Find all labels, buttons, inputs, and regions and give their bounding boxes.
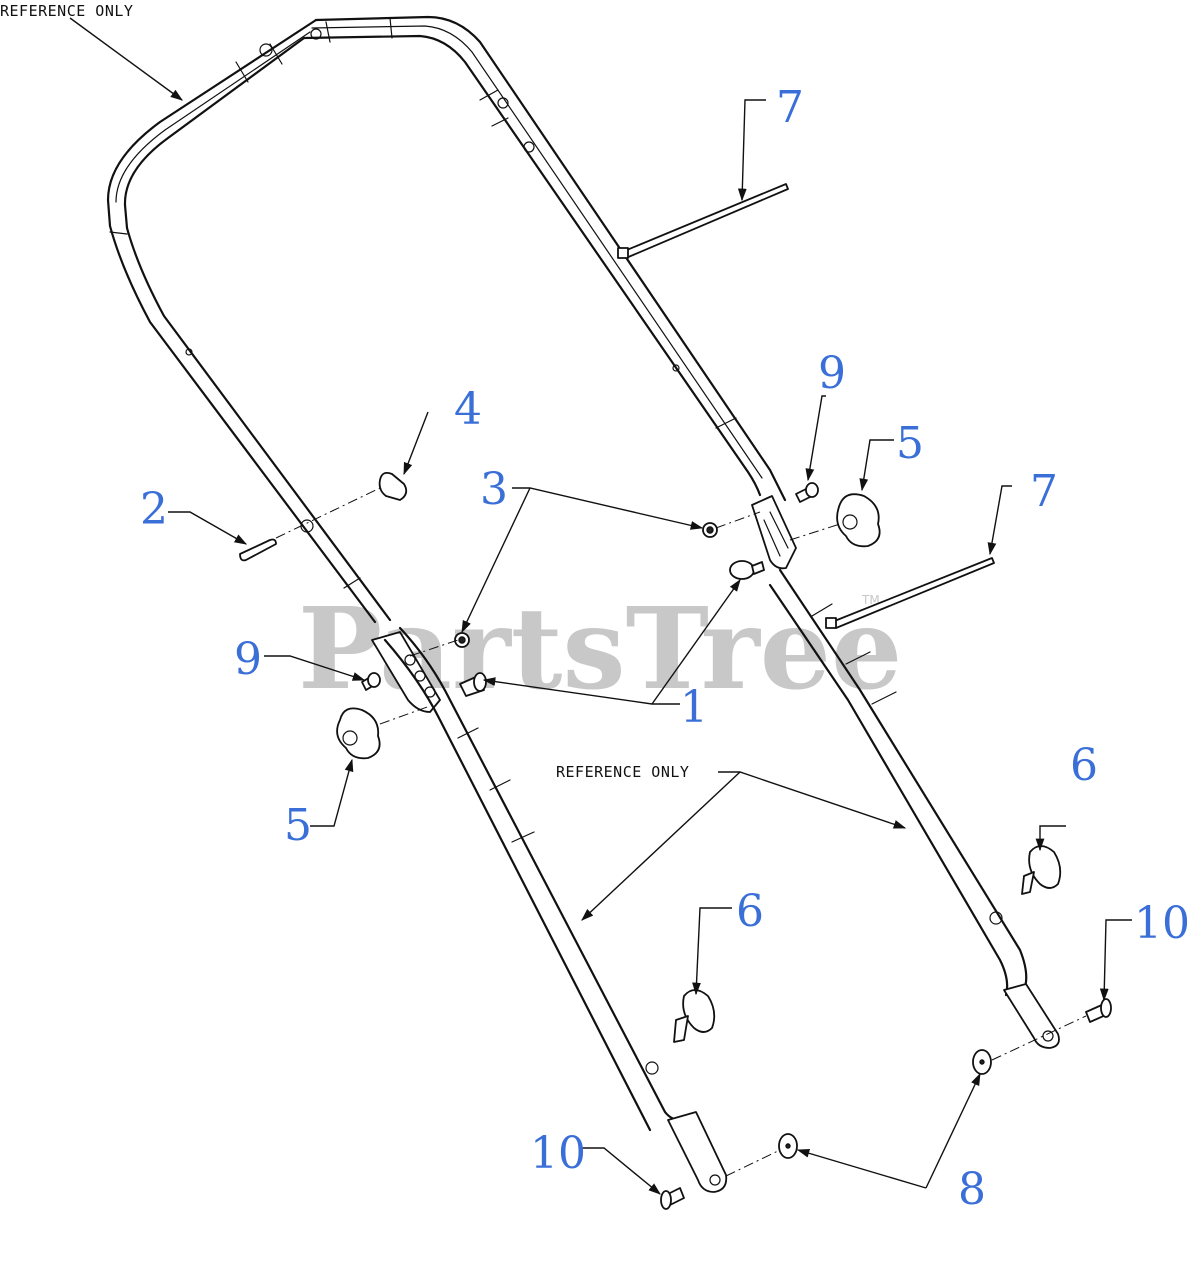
leader-lines: [69, 17, 1132, 1195]
callout-9-lower: 9: [234, 634, 262, 685]
callout-7-lower: 7: [1030, 466, 1058, 517]
part-5-knob-upper: [836, 493, 881, 548]
reference-only-label-middle: REFERENCE ONLY: [556, 763, 689, 781]
callout-4: 4: [454, 384, 482, 435]
callout-5-lower: 5: [284, 800, 312, 851]
callout-5-upper: 5: [896, 418, 924, 469]
callout-6-right: 6: [1070, 740, 1098, 791]
part-5-knob-lower: [336, 707, 381, 760]
callout-6-left: 6: [736, 886, 764, 937]
alignment-lines: [275, 487, 1087, 1177]
callout-3: 3: [480, 464, 508, 515]
lower-handle: [383, 568, 1060, 1193]
part-1-bolt-head-upper: [729, 560, 755, 580]
callout-1: 1: [680, 682, 708, 733]
part-6-knob-right: [1028, 845, 1062, 889]
reference-only-label-top: REFERENCE ONLY: [0, 2, 133, 20]
callout-9-upper: 9: [818, 348, 846, 399]
callout-2: 2: [140, 484, 168, 535]
watermark-tm: TM: [861, 593, 880, 607]
part-2-pin: [239, 538, 277, 562]
callout-8: 8: [958, 1164, 986, 1215]
part-6-knob-left: [682, 989, 716, 1033]
callout-10-left: 10: [530, 1128, 586, 1179]
part-7-tie-upper: [621, 183, 789, 259]
part-4-knob: [378, 471, 408, 501]
callout-10-right: 10: [1134, 898, 1190, 949]
callout-7-upper: 7: [776, 82, 804, 133]
